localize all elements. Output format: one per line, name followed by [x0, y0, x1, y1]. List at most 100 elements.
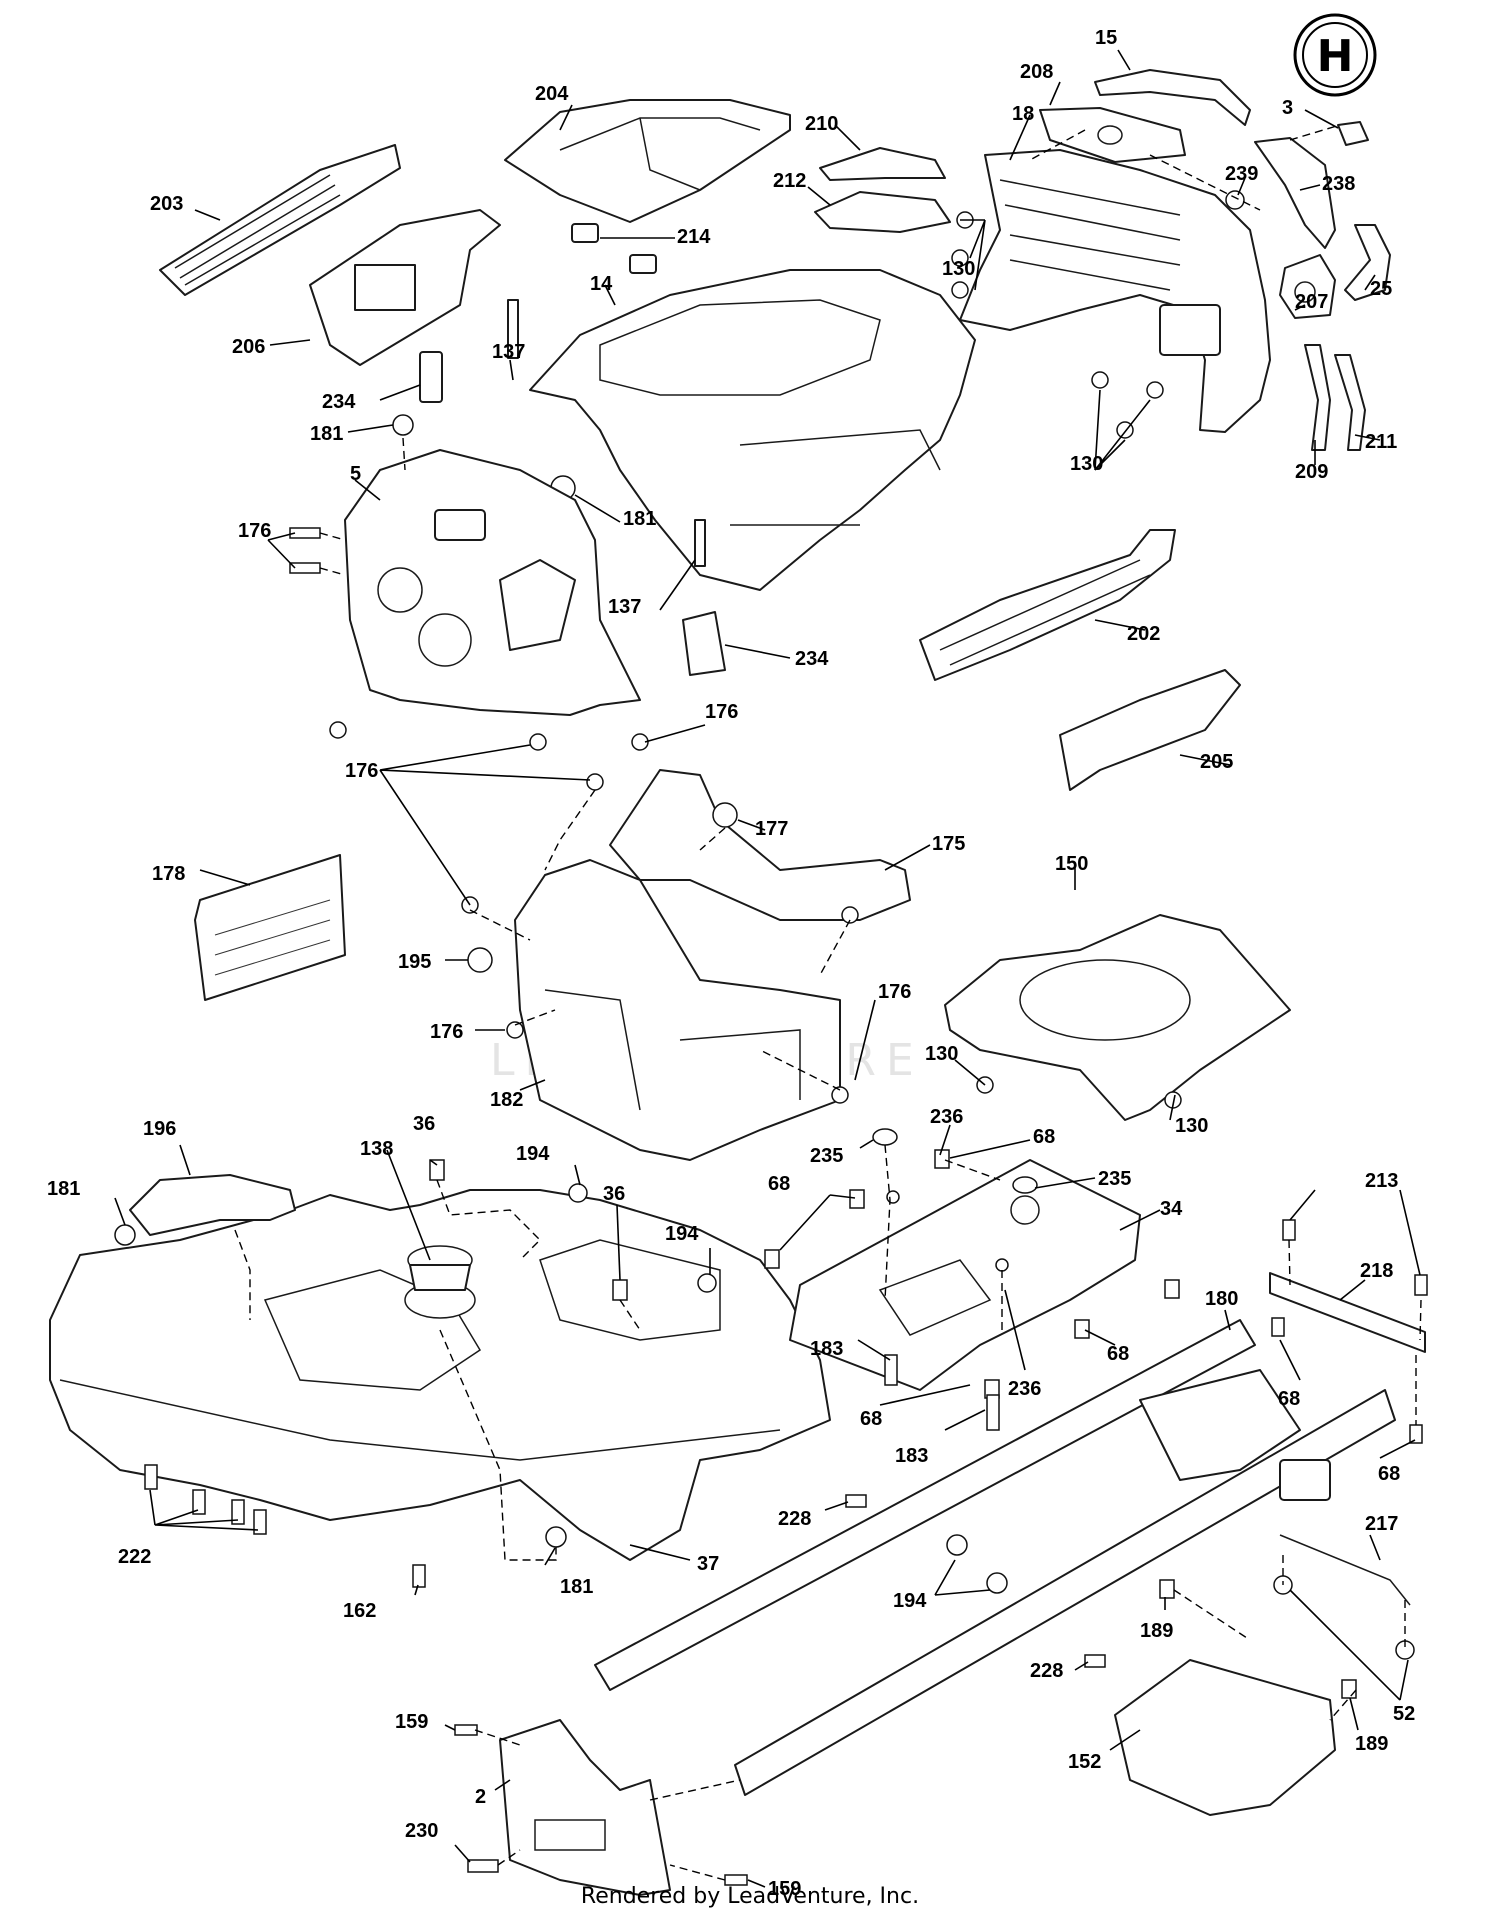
callout-213: 213: [1365, 1170, 1398, 1192]
footer-credit: Rendered by LeadVenture, Inc.: [580, 1884, 920, 1909]
callout-207: 207: [1295, 291, 1328, 313]
part-2-front-bracket: [499, 1719, 671, 1896]
part-137-strip-lower: [694, 519, 706, 567]
assembly-lines: [234, 124, 1422, 1881]
part-15-strip: [1094, 69, 1251, 126]
callout-34: 34: [1160, 1198, 1183, 1220]
part-178-vent: [194, 854, 346, 1001]
part-234-tab-upper: [419, 351, 443, 403]
callout-209: 209: [1295, 461, 1328, 483]
callout-235-left: 235: [810, 1145, 843, 1167]
callout-205: 205: [1200, 751, 1233, 773]
part-207-headlight: [1279, 254, 1336, 319]
part-68-bolts: [764, 1149, 1423, 1444]
part-211-mesh: [1334, 354, 1366, 451]
part-176-pins-middle: [461, 773, 859, 1104]
callout-2: 2: [475, 1786, 486, 1808]
callout-159-upper: 159: [395, 1711, 428, 1733]
callout-150: 150: [1055, 853, 1088, 875]
part-137-strip-upper: [507, 299, 519, 359]
callout-183-upper: 183: [810, 1338, 843, 1360]
part-5-dash: [344, 449, 641, 716]
callout-204: 204: [535, 83, 569, 105]
part-235-spacers: [872, 1128, 1038, 1194]
part-208-panel: [1039, 107, 1186, 163]
callout-214: 214: [677, 226, 711, 248]
callout-176-group: 176: [345, 760, 378, 782]
part-194-nuts: [568, 1183, 1008, 1594]
callout-162: 162: [343, 1600, 376, 1622]
callout-189-left: 189: [1140, 1620, 1173, 1642]
part-25-lens: [1344, 224, 1391, 301]
svg-text:H: H: [1317, 31, 1354, 82]
part-183-bolts: [884, 1354, 1000, 1431]
part-234-tab-lower: [682, 611, 726, 676]
callout-68-upper: 68: [1033, 1126, 1055, 1148]
callout-137-lower: 137: [608, 596, 641, 618]
callout-239: 239: [1225, 163, 1258, 185]
part-182-lower-body: [514, 859, 841, 1161]
part-238-side-panel: [1254, 137, 1336, 249]
callout-208: 208: [1020, 61, 1053, 83]
callout-228-upper: 228: [778, 1508, 811, 1530]
callout-217: 217: [1365, 1513, 1398, 1535]
part-230-bolt: [467, 1859, 499, 1873]
part-177-nut: [712, 802, 738, 828]
callout-189-right: 189: [1355, 1733, 1388, 1755]
callout-14: 14: [590, 273, 613, 295]
part-239-washer: [1225, 190, 1245, 210]
callout-130-top: 130: [942, 258, 975, 280]
callout-159-lower: 159: [768, 1878, 801, 1900]
leader-lines: [114, 49, 1421, 1888]
callout-206: 206: [232, 336, 265, 358]
callout-18: 18: [1012, 103, 1034, 125]
callout-68-rightside: 68: [1278, 1388, 1300, 1410]
callout-202: 202: [1127, 623, 1160, 645]
part-52-nuts: [1273, 1575, 1415, 1660]
callout-68-mid: 68: [1107, 1343, 1129, 1365]
callout-181-lower-left: 181: [47, 1178, 80, 1200]
callout-235-right: 235: [1098, 1168, 1131, 1190]
part-152-cover: [1114, 1659, 1336, 1816]
callout-234-lower: 234: [795, 648, 829, 670]
callout-130-mid: 130: [925, 1043, 958, 1065]
callout-52: 52: [1393, 1703, 1415, 1725]
callout-180: 180: [1205, 1288, 1238, 1310]
callout-210: 210: [805, 113, 838, 135]
callout-36-right: 36: [603, 1183, 625, 1205]
callout-177: 177: [755, 818, 788, 840]
callout-176-mid: 176: [705, 701, 738, 723]
part-14-hood: [529, 269, 976, 591]
part-162-screw: [412, 1564, 426, 1588]
part-218-bracket: [1269, 1272, 1426, 1353]
callout-234-upper: 234: [322, 391, 356, 413]
part-205-panel: [1059, 669, 1241, 791]
part-212-screen: [814, 191, 951, 233]
part-195-plug: [467, 947, 493, 973]
part-150-tray: [944, 914, 1291, 1121]
part-203-grille: [159, 144, 401, 296]
part-228-bolts: [845, 1494, 1106, 1668]
part-138-boot: [407, 1245, 473, 1291]
callout-178: 178: [152, 863, 185, 885]
part-18-front-nose: [959, 149, 1271, 433]
callout-181-right: 181: [623, 508, 656, 530]
callout-36-left: 36: [413, 1113, 435, 1135]
part-222-screws: [144, 1464, 267, 1535]
callout-137-upper: 137: [492, 341, 525, 363]
callout-230: 230: [405, 1820, 438, 1842]
callout-3: 3: [1282, 97, 1293, 119]
callout-15: 15: [1095, 27, 1117, 49]
callout-37: 37: [697, 1553, 719, 1575]
callout-152: 152: [1068, 1751, 1101, 1773]
callout-130-low: 130: [1175, 1115, 1208, 1137]
callout-130-right: 130: [1070, 453, 1103, 475]
callout-211: 211: [1365, 431, 1397, 453]
callout-25: 25: [1370, 278, 1392, 300]
callout-176-left: 176: [238, 520, 271, 542]
callout-218: 218: [1360, 1260, 1393, 1282]
callout-203: 203: [150, 193, 183, 215]
callout-68-left: 68: [768, 1173, 790, 1195]
part-206-bracket: [309, 209, 501, 366]
